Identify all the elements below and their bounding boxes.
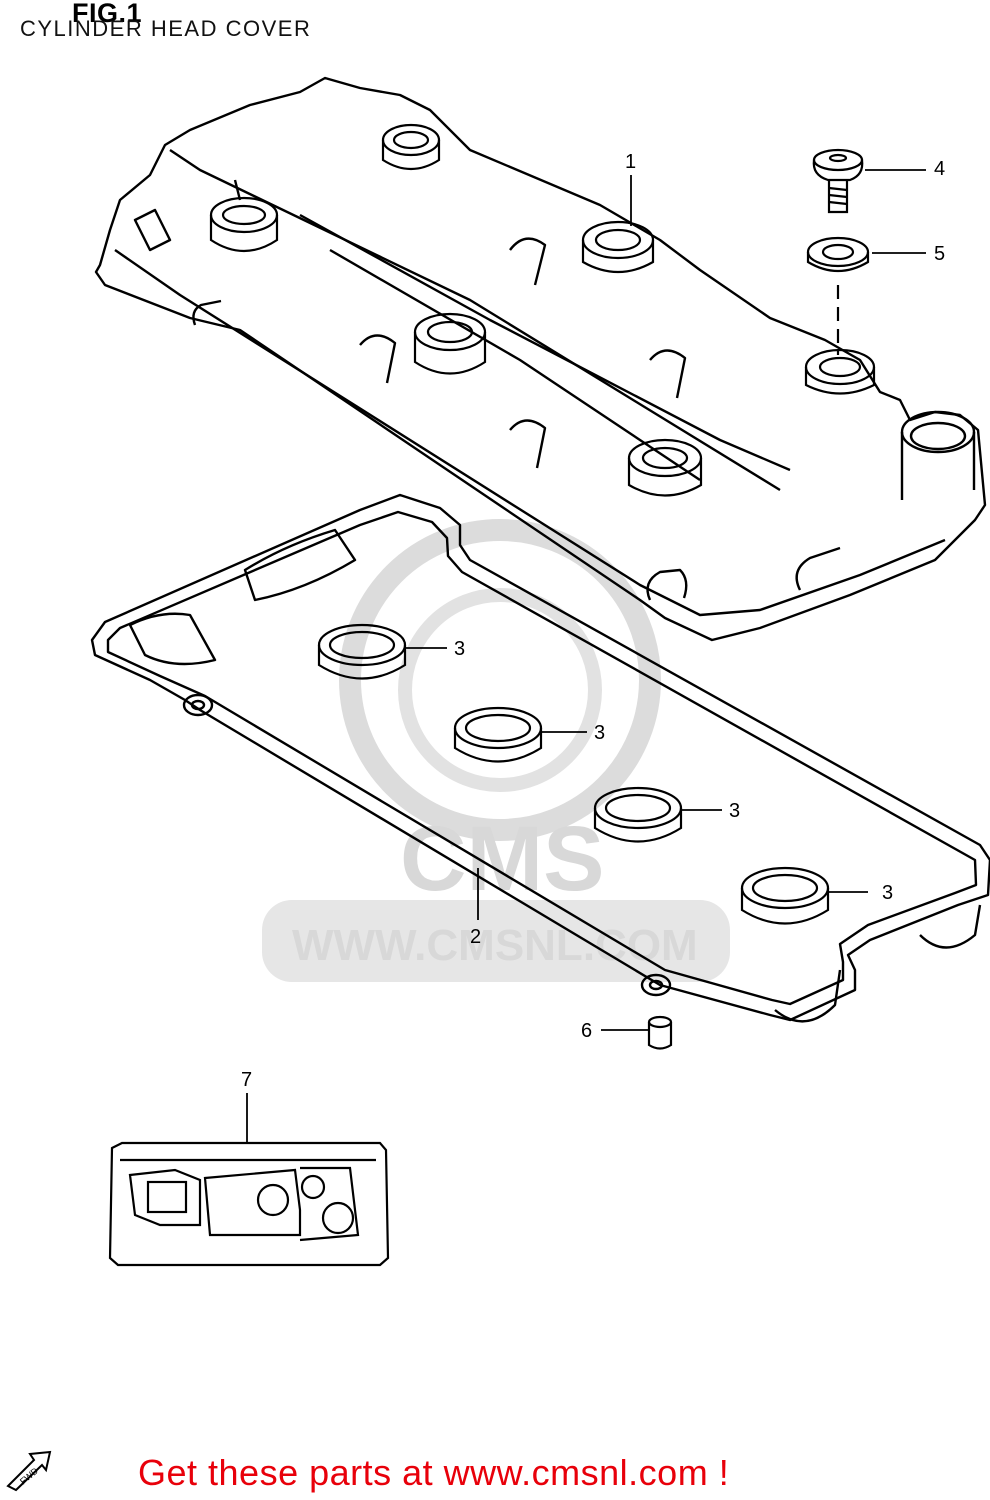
plug-boss-f: [804, 348, 876, 395]
callout-3-d: 3: [882, 882, 893, 904]
plug-boss-d: [413, 312, 487, 375]
figure-number: FIG.1: [72, 0, 143, 28]
callout-3-c: 3: [729, 800, 740, 822]
callout-2: 2: [470, 926, 481, 948]
plug-bosses: [209, 123, 876, 497]
fwd-arrow-icon: FWD: [6, 1450, 52, 1492]
watermark-logo-face: [398, 588, 602, 792]
plug-boss-e: [627, 438, 703, 497]
watermark-url: WWW.CMSNL.COM: [292, 921, 698, 970]
callout-7: 7: [241, 1069, 252, 1091]
cylinder-head-cover: [94, 76, 987, 642]
watermark-logo-text: CMS: [400, 808, 604, 910]
leader-lines: [246, 169, 926, 1143]
footer-banner[interactable]: Get these parts at www.cmsnl.com !: [138, 1452, 730, 1493]
plug-boss-c: [581, 220, 655, 273]
watermark-logo-ring: [339, 519, 661, 841]
plug-boss-a: [381, 123, 441, 171]
callout-3-b: 3: [594, 722, 605, 744]
callout-3-a: 3: [454, 638, 465, 660]
plug-boss-b: [209, 196, 279, 252]
plug-seal-3: [593, 786, 683, 843]
cover-gasket: [90, 493, 990, 1023]
callout-4: 4: [934, 158, 945, 180]
watermark: CMS WWW.CMSNL.COM: [262, 519, 730, 982]
callout-5: 5: [934, 243, 945, 265]
plug-seals: [317, 623, 830, 925]
cover-bolt: [812, 148, 864, 214]
figure-title: CYLINDER HEAD COVER: [20, 16, 312, 41]
plug-seal-4: [740, 866, 830, 925]
gasket-set: [108, 1141, 390, 1267]
plug-seal-2: [453, 706, 543, 763]
callout-1: 1: [625, 151, 636, 173]
dowel-pin: [647, 1015, 673, 1050]
plug-seal-1: [317, 623, 407, 680]
callout-6: 6: [581, 1020, 592, 1042]
callouts: 1 2 3 3 3 3 4 5 6 7: [241, 151, 945, 1091]
watermark-band: [262, 900, 730, 982]
bolt-seal: [806, 236, 870, 355]
